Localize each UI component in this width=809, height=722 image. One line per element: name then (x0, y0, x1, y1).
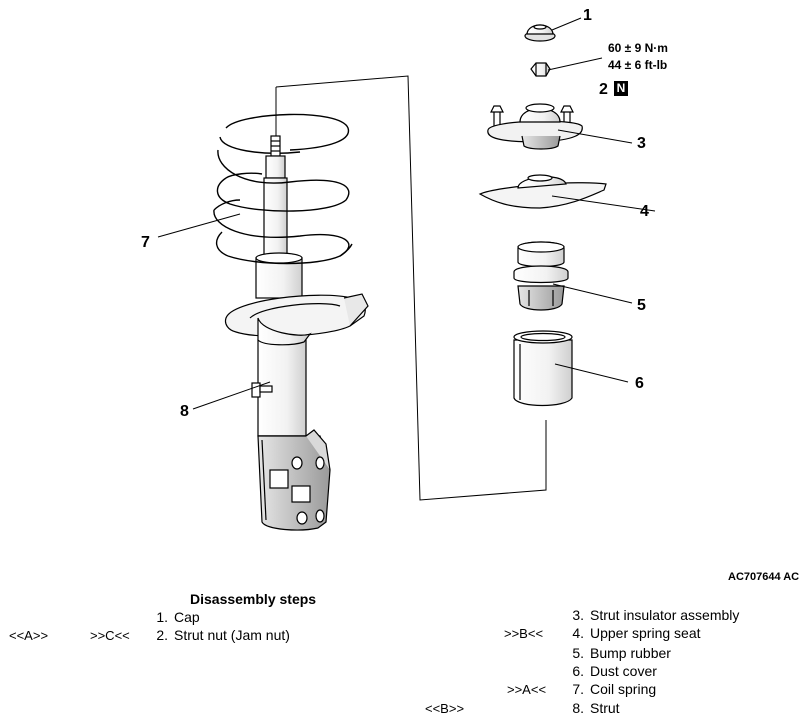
step-8: 8. Strut (564, 700, 620, 717)
step-7: 7. Coil spring (564, 681, 656, 698)
step-number: 3. (572, 607, 584, 623)
callout-8: 8 (180, 403, 189, 420)
callout-4: 4 (640, 203, 649, 220)
torque-spec-imperial: 44 ± 6 ft-lb (608, 58, 668, 72)
coil-spring-front (213, 149, 353, 265)
strut-body (251, 135, 307, 437)
step-7-install-mark: >>A<< (507, 682, 547, 697)
coil-spring (219, 113, 350, 154)
step-label: Coil spring (590, 681, 657, 697)
step-1: 1. Cap (148, 609, 200, 626)
step-3: 3. Strut insulator assembly (564, 607, 739, 624)
callout-5: 5 (637, 297, 646, 314)
step-8-removal-mark: <<B>> (425, 701, 465, 716)
lower-spring-seat (224, 293, 369, 346)
callout-2: 2 (599, 81, 608, 98)
upper-spring-seat (478, 174, 607, 209)
strut-nut (530, 62, 551, 77)
strut-insulator-assembly (487, 103, 583, 150)
step-4: 4. Upper spring seat (564, 625, 701, 642)
knuckle-bracket (257, 429, 331, 531)
step-number: 7. (572, 681, 584, 697)
step-label: Cap (174, 609, 200, 625)
strut-exploded-diagram (157, 17, 656, 531)
callout-1: 1 (583, 7, 592, 24)
step-label: Upper spring seat (590, 625, 701, 641)
step-label: Dust cover (590, 663, 657, 679)
step-6: 6. Dust cover (564, 663, 657, 680)
step-5: 5. Bump rubber (564, 645, 671, 662)
step-number: 6. (572, 663, 584, 679)
callout-7: 7 (141, 234, 150, 251)
step-number: 4. (572, 625, 584, 641)
torque-spec-metric: 60 ± 9 N·m (608, 41, 668, 55)
step-2-install-mark: >>C<< (90, 628, 130, 643)
step-label: Strut (590, 700, 620, 716)
new-part-badge: N (614, 81, 628, 96)
step-2: 2. Strut nut (Jam nut) (148, 627, 290, 644)
step-2-removal-mark: <<A>> (9, 628, 49, 643)
step-label: Bump rubber (590, 645, 671, 661)
step-number: 8. (572, 700, 584, 716)
disassembly-steps-title: Disassembly steps (190, 591, 317, 607)
step-4-install-mark: >>B<< (504, 626, 544, 641)
leader-lines (157, 17, 656, 410)
callout-3: 3 (637, 135, 646, 152)
figure-code: AC707644 AC (728, 571, 800, 583)
callout-6: 6 (635, 375, 644, 392)
step-number: 5. (572, 645, 584, 661)
bump-rubber (513, 241, 569, 311)
step-number: 2. (156, 627, 168, 643)
alignment-bracket-line (275, 75, 547, 501)
cap (524, 24, 556, 42)
dust-cover (513, 330, 573, 407)
step-number: 1. (156, 609, 168, 625)
step-label: Strut nut (Jam nut) (174, 627, 290, 643)
step-label: Strut insulator assembly (590, 607, 740, 623)
